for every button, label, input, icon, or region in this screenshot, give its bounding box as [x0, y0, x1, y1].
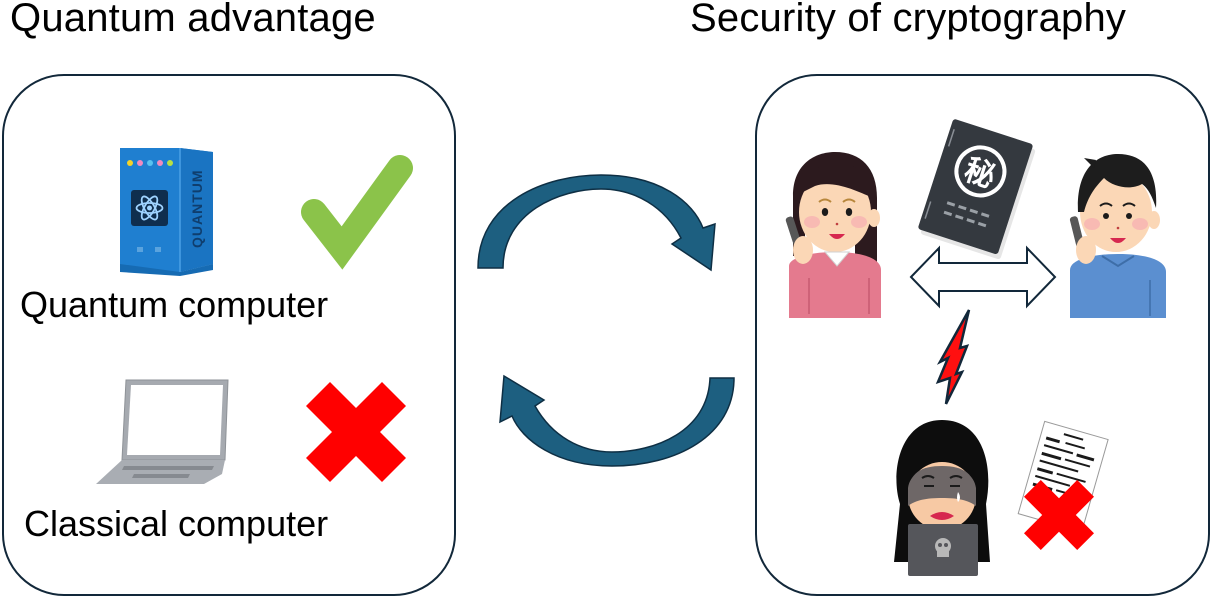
sender-woman-icon: [785, 152, 881, 318]
cycle-arrow-bottom-icon: [499, 374, 735, 467]
classical-computer-label: Classical computer: [24, 503, 329, 544]
secret-book-icon: 秘: [918, 119, 1036, 260]
quantum-advantage-panel: [2, 74, 456, 596]
quantum-computer-label: Quantum computer: [20, 284, 329, 325]
quantum-advantage-title: Quantum advantage: [10, 0, 376, 40]
cycle-arrow-top-icon: [477, 174, 716, 272]
cross-icon: [306, 382, 406, 482]
security-title: Security of cryptography: [690, 0, 1127, 40]
quantum-computer-icon: QUANTUM: [120, 148, 213, 276]
check-icon: [301, 155, 413, 270]
quantum-device-label: QUANTUM: [189, 169, 205, 248]
double-arrow-icon: [909, 245, 1057, 309]
receiver-man-icon: [1069, 154, 1166, 318]
hacker-icon: [894, 420, 990, 576]
lightning-icon: [935, 309, 971, 405]
laptop-icon: [96, 379, 229, 484]
attack-failed-cross-icon: [1024, 480, 1094, 550]
